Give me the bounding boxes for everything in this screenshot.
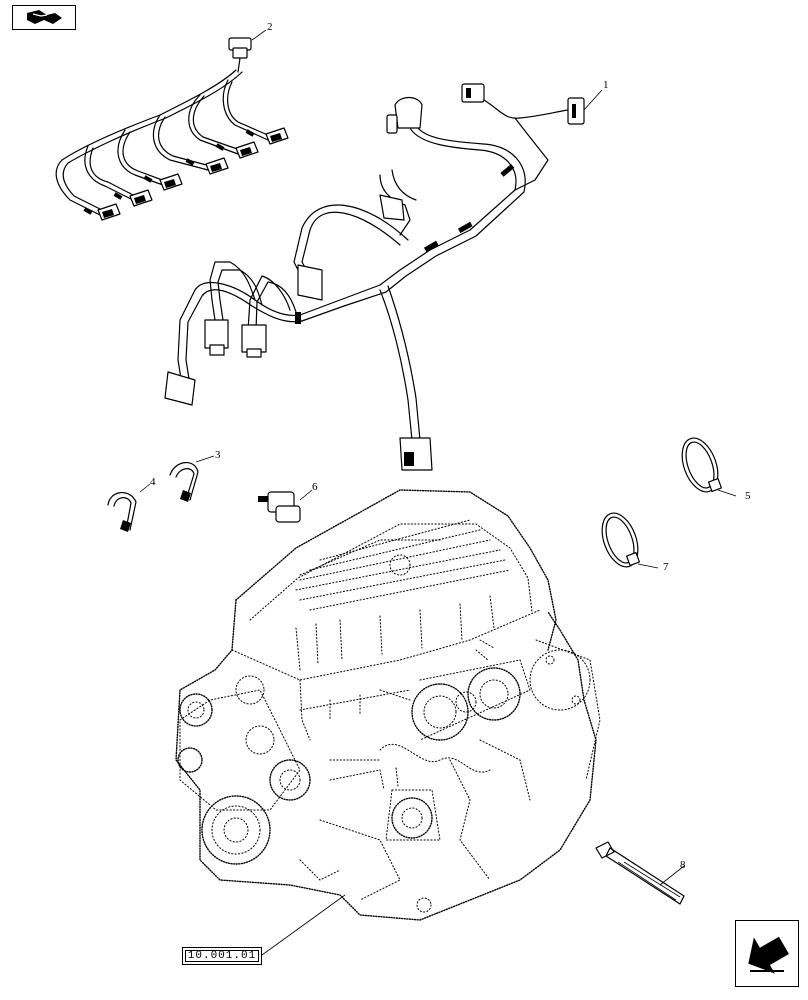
book-link-icon[interactable] xyxy=(12,5,76,30)
callout-2: 2 xyxy=(267,21,273,33)
reference-code-box[interactable]: 10.001.01 xyxy=(182,947,262,965)
part-2-injector-harness xyxy=(55,29,289,221)
callout-7: 7 xyxy=(663,561,669,573)
book-link-icon-graphic xyxy=(27,10,62,24)
reference-code-label: 10.001.01 xyxy=(187,950,257,962)
engine-block-dotted xyxy=(175,489,601,956)
part-7-cable-tie xyxy=(601,512,659,569)
next-page-arrow-icon[interactable] xyxy=(735,920,799,987)
part-6-sensor xyxy=(258,489,313,523)
callout-4: 4 xyxy=(150,476,156,488)
part-3-clip xyxy=(169,455,215,502)
callout-8: 8 xyxy=(680,859,686,871)
part-4-clip xyxy=(107,483,151,532)
callout-1: 1 xyxy=(603,79,609,91)
part-5-cable-tie xyxy=(681,437,737,497)
callout-3: 3 xyxy=(215,449,221,461)
callout-5: 5 xyxy=(745,490,751,502)
part-1-main-harness xyxy=(164,83,603,471)
next-page-arrow-graphic xyxy=(748,936,789,974)
part-8-strap xyxy=(595,841,685,905)
callout-6: 6 xyxy=(312,481,318,493)
